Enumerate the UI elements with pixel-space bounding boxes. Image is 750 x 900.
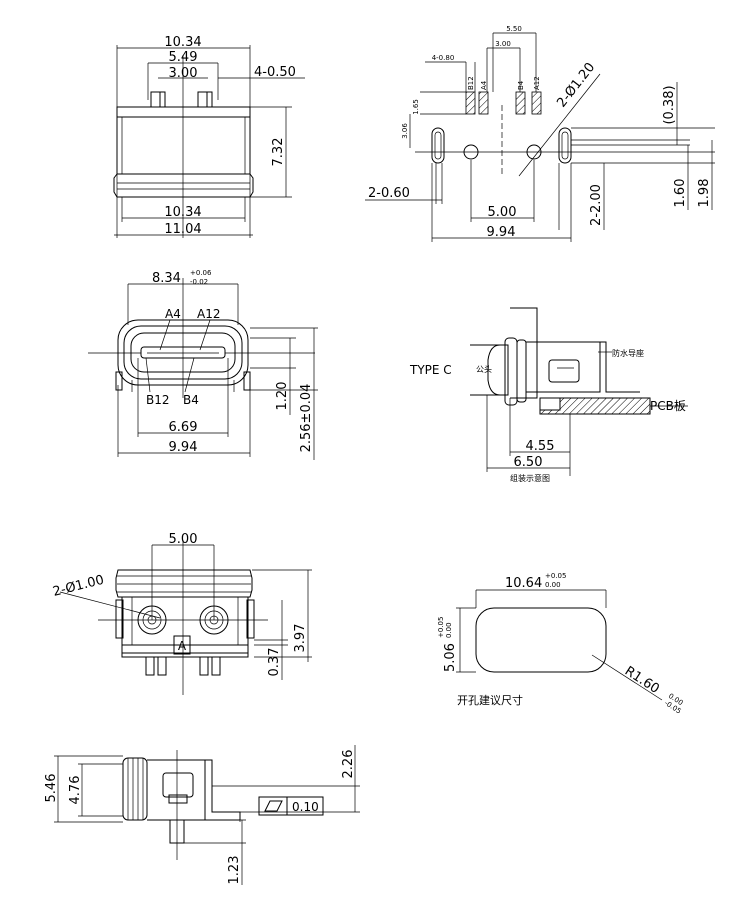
tol-minus: -0.02 xyxy=(190,278,208,286)
dim-holes: 2-Ø1.00 xyxy=(51,573,105,600)
dim-5-46: 5.46 xyxy=(44,774,59,803)
pin-label-a12: A12 xyxy=(197,307,220,321)
flatness-tolerance: 0.10 xyxy=(292,800,319,814)
cutout-view: 10.64 +0.05 0.00 5.06 +0.05 0.00 R1.60 0… xyxy=(437,572,684,716)
dim-holes: 2-Ø1.20 xyxy=(554,60,598,110)
dim-1-65: 1.65 xyxy=(412,99,420,115)
w-tol-minus: 0.00 xyxy=(545,581,561,589)
dim-width: 8.34 xyxy=(152,271,181,286)
label-waterproof: 防水导座 xyxy=(612,348,644,358)
dim-slots: 2-0.60 xyxy=(368,186,410,201)
pin-label-b4: B4 xyxy=(183,393,199,407)
dim-bottom-inner: 10.34 xyxy=(164,205,201,220)
dim-cut-height: 5.06 xyxy=(443,643,458,672)
dim-radius: R1.60 xyxy=(622,664,662,697)
top-view: 10.34 5.49 3.00 4-0.50 10.34 11.04 7.32 xyxy=(113,35,305,238)
bottom-view: 5.00 A 2-Ø1.00 0.37 3.97 xyxy=(51,532,312,695)
dim-pads: 4-0.80 xyxy=(432,54,455,62)
dim-cut-width: 10.64 xyxy=(505,576,542,591)
w-tol-plus: +0.05 xyxy=(545,572,566,580)
dim-0-38: (0.38) xyxy=(662,85,677,124)
dim-9-94: 9.94 xyxy=(487,225,516,240)
tol-plus: +0.06 xyxy=(190,269,212,277)
dim-3-06: 3.06 xyxy=(401,123,409,139)
label-type-c: TYPE C xyxy=(409,363,452,377)
side-assembly: 防水导座 PCB板 TYPE C 公头 4.55 6.50 组装示意图 xyxy=(409,307,688,483)
dim-3-97: 3.97 xyxy=(293,624,308,653)
dim-5-50: 5.50 xyxy=(506,25,522,33)
dim-0-37: 0.37 xyxy=(267,648,282,677)
caption-cutout: 开孔建议尺寸 xyxy=(457,693,523,707)
pcb-layout: 5.50 3.00 4-0.80 B12 A4 B4 A12 1.65 3.06 xyxy=(365,25,715,242)
dim-2-00: 2-2.00 xyxy=(589,184,604,226)
dim-3-00: 3.00 xyxy=(495,40,511,48)
dim-9-94: 9.94 xyxy=(169,440,198,455)
dim-5-00: 5.00 xyxy=(488,205,517,220)
dim-1-60: 1.60 xyxy=(673,179,688,208)
dim-bottom-outer: 11.04 xyxy=(164,222,201,237)
label-male: 公头 xyxy=(476,364,492,374)
dim-2-26: 2.26 xyxy=(341,750,356,779)
dim-height: 7.32 xyxy=(271,138,286,167)
dim-4-55: 4.55 xyxy=(526,439,555,454)
dim-5-00: 5.00 xyxy=(169,532,198,547)
dim-4-76: 4.76 xyxy=(68,776,83,805)
dim-total-width: 10.34 xyxy=(164,35,201,50)
dim-1-20: 1.20 xyxy=(275,382,290,411)
dim-2-56: 2.56±0.04 xyxy=(299,384,314,453)
h-tol-minus: 0.00 xyxy=(445,622,453,638)
marker-a: A xyxy=(178,639,187,653)
pad-label-b4: B4 xyxy=(517,80,525,90)
label-pcb: PCB板 xyxy=(650,399,686,413)
front-view: 8.34 +0.06 -0.02 A4 A12 B12 B4 6.69 9.94 xyxy=(88,269,318,460)
dim-1-98: 1.98 xyxy=(697,179,712,208)
pin-label-a4: A4 xyxy=(165,307,181,321)
pad-label-a4: A4 xyxy=(480,80,488,90)
pad-label-a12: A12 xyxy=(533,76,541,90)
h-tol-plus: +0.05 xyxy=(437,617,445,638)
dim-1-23: 1.23 xyxy=(227,856,242,885)
dim-pins: 4-0.50 xyxy=(254,65,296,80)
dim-6-50: 6.50 xyxy=(514,455,543,470)
caption-assembly: 组装示意图 xyxy=(510,473,550,483)
dim-6-69: 6.69 xyxy=(169,420,198,435)
pin-label-b12: B12 xyxy=(146,393,170,407)
pad-label-b12: B12 xyxy=(467,76,475,90)
side-view: 5.46 4.76 2.26 0.10 1.23 xyxy=(44,745,360,885)
